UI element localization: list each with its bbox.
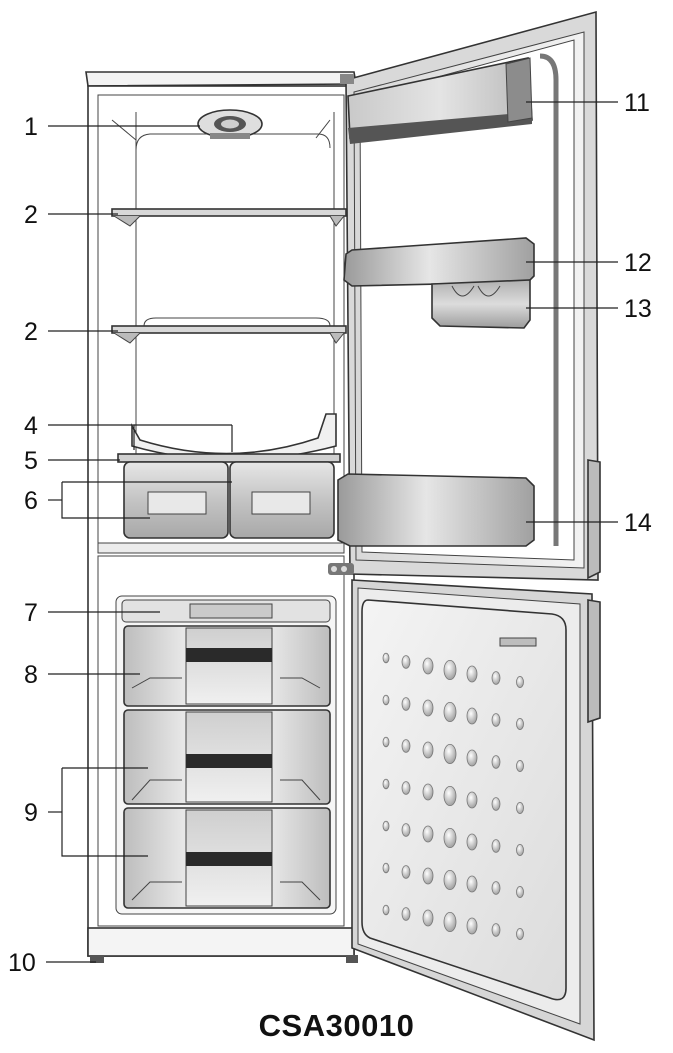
door-dimple: [491, 797, 501, 811]
door-dimple: [382, 736, 390, 748]
door-dimple: [401, 781, 411, 795]
leader-lines: [46, 101, 618, 963]
door-dimple: [466, 707, 478, 725]
glass-shelf-upper: [111, 208, 347, 227]
door-dimple: [516, 676, 524, 689]
door-dimple: [443, 744, 457, 765]
door-dimple: [422, 825, 434, 843]
dairy-compartment: [347, 57, 533, 144]
callout-4: 4: [24, 412, 38, 440]
crisper-left: [123, 461, 229, 539]
door-dimple: [382, 652, 390, 664]
crisper-right: [229, 461, 335, 539]
door-dimple: [401, 907, 411, 921]
callout-7: 7: [24, 599, 38, 627]
egg-tray: [431, 279, 531, 329]
door-dimple: [443, 870, 457, 891]
adjustable-foot-left: [90, 955, 104, 963]
crisper-glass-shelf: [117, 453, 341, 463]
callout-9: 9: [24, 799, 38, 827]
door-dimple: [466, 665, 478, 683]
door-dimple: [401, 739, 411, 753]
door-dimple: [422, 699, 434, 717]
model-name: CSA30010: [258, 1008, 415, 1043]
ice-tray-flap: [121, 599, 331, 623]
freezer-drawer-middle: [123, 709, 331, 805]
door-dimples: [382, 652, 524, 941]
door-dimple: [491, 839, 501, 853]
glass-shelf-lower: [111, 317, 347, 344]
callout-14: 14: [624, 509, 652, 537]
door-dimple: [516, 718, 524, 731]
callout-13: 13: [624, 295, 652, 323]
door-dimple: [401, 865, 411, 879]
door-dimple: [466, 917, 478, 935]
door-dimple: [491, 671, 501, 685]
door-dimple: [382, 778, 390, 790]
callout-10: 10: [8, 949, 36, 977]
door-dimple: [443, 912, 457, 933]
door-dimple: [443, 786, 457, 807]
door-dimple: [491, 881, 501, 895]
door-dimple: [516, 802, 524, 815]
door-dimple: [382, 862, 390, 874]
callout-11: 11: [624, 89, 650, 117]
callout-6: 6: [24, 487, 38, 515]
door-dimple: [382, 904, 390, 916]
door-dimple: [401, 823, 411, 837]
door-dimple: [422, 909, 434, 927]
thermostat-light-housing: [197, 109, 263, 139]
door-dimple: [382, 694, 390, 706]
door-dimple: [422, 657, 434, 675]
door-dimple: [422, 741, 434, 759]
door-dimple: [466, 791, 478, 809]
door-dimple: [516, 844, 524, 857]
door-dimple: [491, 755, 501, 769]
freezer-drawer-bottom: [123, 807, 331, 909]
adjustable-foot-right: [346, 955, 358, 963]
callout-1: 1: [24, 113, 38, 141]
callout-labels: 1 2 2 4 5 6 7 8 9 10 11 12 13 14: [8, 89, 652, 977]
door-dimple: [401, 697, 411, 711]
freezer-door: [351, 579, 601, 1042]
door-dimple: [401, 655, 411, 669]
door-dimple: [443, 702, 457, 723]
door-dimple: [466, 833, 478, 851]
callout-2-upper: 2: [24, 201, 38, 229]
door-dimple: [466, 875, 478, 893]
bottle-shelf: [337, 473, 535, 547]
door-dimple: [516, 928, 524, 941]
door-dimple: [422, 783, 434, 801]
callout-5: 5: [24, 447, 38, 475]
door-dimple: [491, 713, 501, 727]
freezer-drawer-top: [123, 625, 331, 707]
door-dimple: [382, 820, 390, 832]
door-dimple: [466, 749, 478, 767]
door-dimple: [491, 923, 501, 937]
callout-8: 8: [24, 661, 38, 689]
door-shelf-upper: [343, 237, 535, 287]
callout-2-lower: 2: [24, 318, 38, 346]
door-dimple: [516, 886, 524, 899]
door-dimple: [422, 867, 434, 885]
door-dimple: [516, 760, 524, 773]
door-dimple: [443, 660, 457, 681]
door-dimple: [443, 828, 457, 849]
callout-12: 12: [624, 249, 652, 277]
